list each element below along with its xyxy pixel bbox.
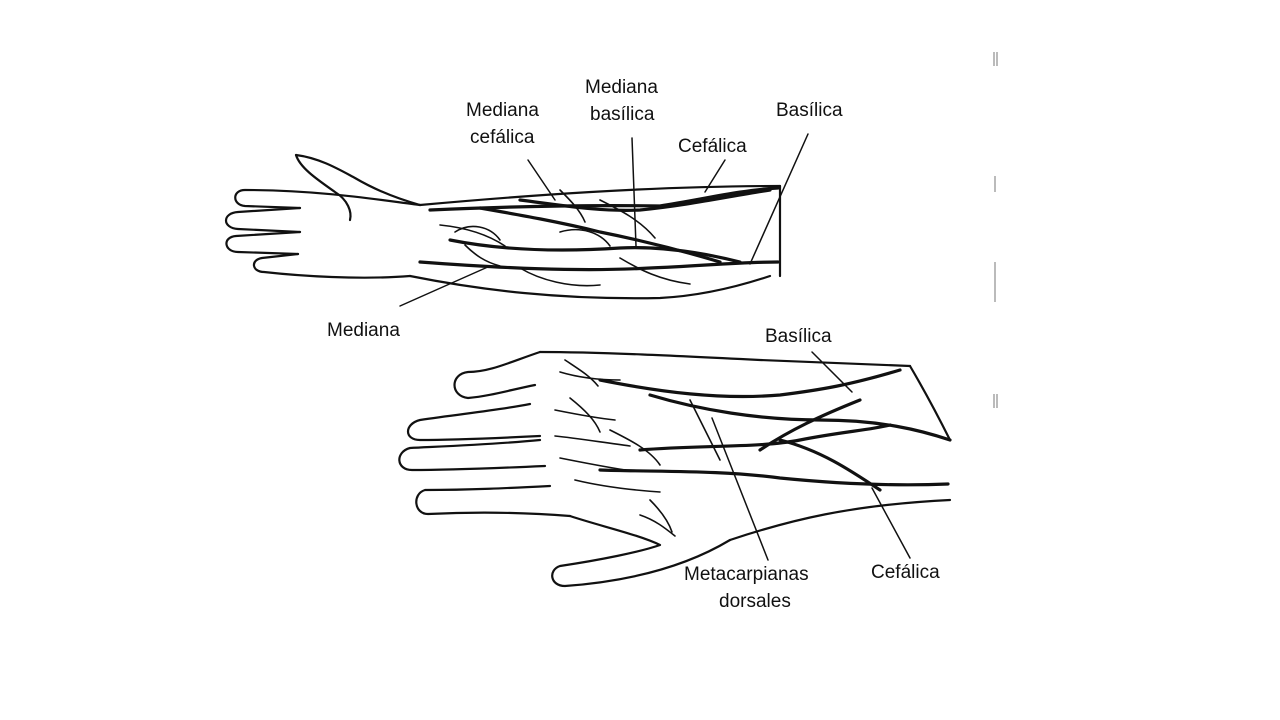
label-basilica-hand: Basílica [765,326,832,347]
label-mediana-basilica: Mediana basílica [585,77,663,125]
label-mediana-cefalica-line2: cefálica [470,127,535,148]
vein-basilica-hand [598,368,902,399]
label-mediana-basilica-line1: Mediana [585,77,658,98]
label-cefalica-forearm: Cefálica [678,136,747,157]
forearm-veins [418,186,780,287]
leader-basilica-hand [811,351,853,393]
label-metacarpianas-line1: Metacarpianas [684,564,809,585]
label-mediana-cefalica: Mediana cefálica [466,100,544,148]
forearm-leaders [399,133,809,307]
forearm-outline [224,153,782,300]
vein-cefalica-hand [598,468,950,487]
label-basilica-forearm: Basílica [776,100,843,121]
scan-artifacts [993,52,998,408]
hand-leaders [711,351,911,561]
vein-basilica-forearm [418,260,780,272]
leader-basilica [749,133,809,265]
hand-figure: Basílica Metacarpianas dorsales Cefálica [398,326,952,612]
leader-mediana-basilica [631,137,637,247]
label-cefalica-hand: Cefálica [871,562,940,583]
vein-mediana-cefalica [478,206,722,264]
leader-cefalica-hand [871,487,911,559]
hand-veins [554,359,952,537]
vein-mediana [448,238,742,264]
leader-mediana [399,265,491,307]
label-metacarpianas-line2: dorsales [719,591,791,612]
label-mediana: Mediana [327,320,400,341]
vein-mediana-basilica [518,188,772,212]
hand-outline [398,350,952,588]
label-mediana-cefalica-line1: Mediana [466,100,539,121]
leader-mediana-cefalica [527,159,556,201]
vein-cefalica-forearm [428,186,780,212]
leader-cefalica [704,159,726,193]
label-metacarpianas-dorsales: Metacarpianas dorsales [684,564,814,612]
forearm-figure: Mediana cefálica Mediana basílica Cefáli… [224,77,843,341]
label-mediana-basilica-line2: basílica [590,104,655,125]
leader-metacarpianas [711,417,769,561]
